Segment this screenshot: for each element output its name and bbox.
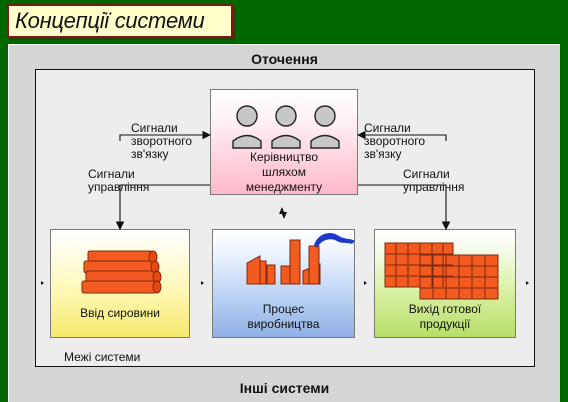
other-systems-label: Інші системи bbox=[239, 380, 330, 396]
environment-label: Оточення bbox=[251, 51, 318, 67]
title-box: Концепції системи bbox=[7, 4, 233, 38]
logs-icon bbox=[81, 250, 162, 294]
feedback-signal-right: Сигнали зворотного зв'язку bbox=[364, 121, 426, 161]
slide-title: Концепції системи bbox=[15, 8, 205, 33]
people-icon bbox=[232, 105, 340, 149]
bricks-icon bbox=[384, 242, 499, 300]
output-block: Вихід готової продукції bbox=[374, 229, 516, 338]
process-block: Процес виробництва bbox=[212, 229, 355, 338]
management-label: Керівництво шляхом менеджменту bbox=[245, 150, 323, 194]
control-signal-left: Сигнали управління bbox=[88, 167, 150, 194]
management-block: Керівництво шляхом менеджменту bbox=[210, 89, 358, 195]
control-signal-right: Сигнали управління bbox=[403, 167, 465, 194]
input-label: Ввід сировини bbox=[80, 306, 160, 320]
factory-icon bbox=[246, 233, 355, 285]
output-label: Вихід готової продукції bbox=[408, 302, 482, 331]
input-block: Ввід сировини bbox=[50, 229, 190, 338]
system-boundary-label: Межі системи bbox=[64, 350, 141, 364]
feedback-signal-left: Сигнали зворотного зв'язку bbox=[131, 121, 193, 161]
process-label: Процес виробництва bbox=[247, 302, 320, 331]
